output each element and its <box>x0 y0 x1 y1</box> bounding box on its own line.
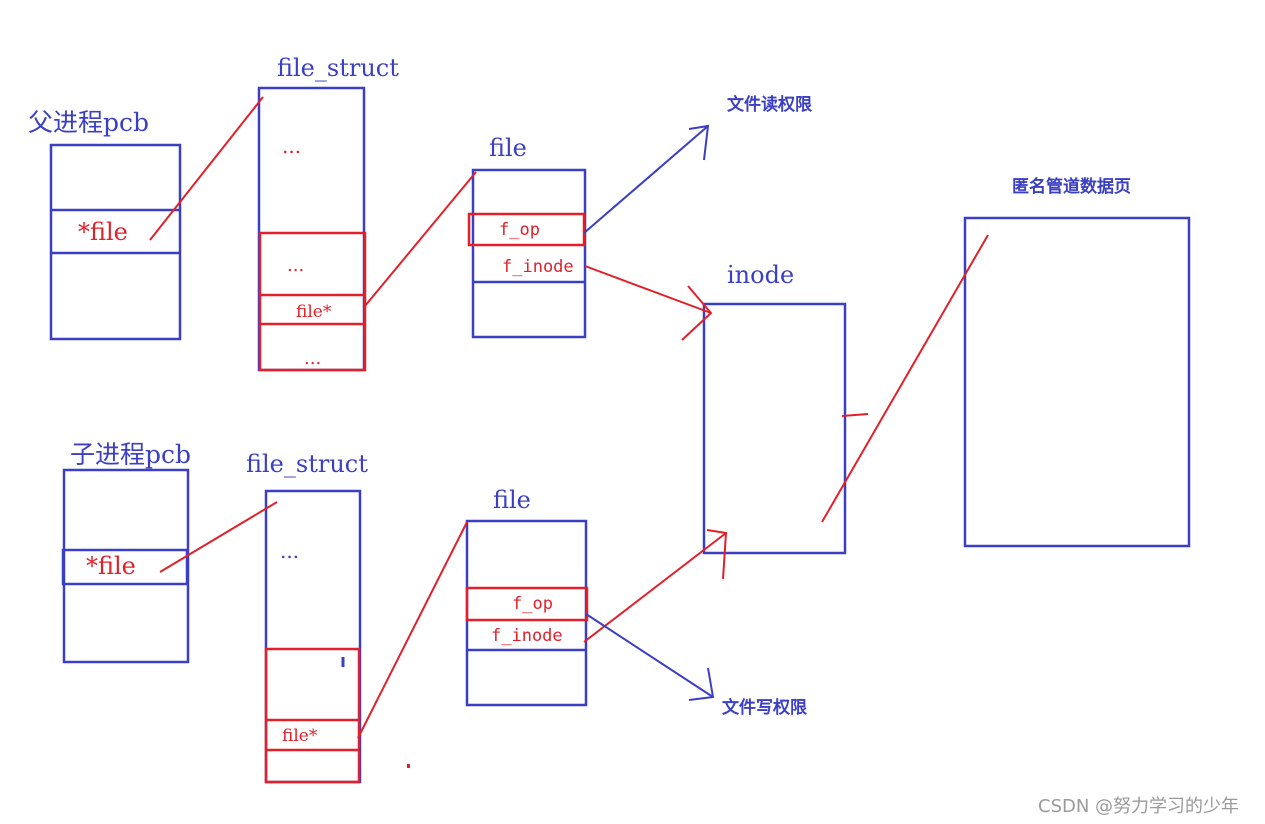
stray-red-dot <box>407 764 410 768</box>
fs-top-dots-1: ... <box>282 134 301 158</box>
file-struct-bottom-label: file_struct <box>246 450 368 478</box>
write-permission-label: 文件写权限 <box>722 697 807 718</box>
fs-top-file-star: file* <box>296 302 332 322</box>
fs-top-dots-2: ... <box>287 255 304 276</box>
parent-pcb-to-file-struct-line <box>149 96 264 241</box>
file-bottom-to-inode-arrow <box>583 532 727 643</box>
finode-to-write-permission-arrow <box>585 613 714 698</box>
file-top-to-inode-arrow <box>584 265 712 314</box>
file-top-finode: f_inode <box>502 257 574 277</box>
file-bottom-finode: f_inode <box>491 626 563 646</box>
parent-file-pointer: *file <box>78 218 128 246</box>
file-top-fop: f_op <box>499 220 540 240</box>
child-pcb-label: 子进程pcb <box>70 440 191 469</box>
file-struct-top-to-file-line <box>364 171 477 307</box>
file-bottom-box: f_op f_inode <box>465 519 589 707</box>
file-struct-top-label: file_struct <box>277 54 399 82</box>
fop-to-read-permission-arrowhead <box>688 124 710 161</box>
fop-to-read-permission-arrow <box>583 125 709 234</box>
file-struct-bottom-to-file-line <box>357 521 468 739</box>
file-bottom-fop: f_op <box>512 594 553 614</box>
child-pcb-box: *file <box>61 468 190 664</box>
parent-pcb-label: 父进程pcb <box>28 108 149 137</box>
file-bottom-to-inode-arrowhead <box>706 529 728 580</box>
parent-pcb-box: *file <box>49 143 182 341</box>
pipe-data-page-box <box>963 216 1191 548</box>
inode-box <box>702 302 847 555</box>
file-top-label: file <box>489 134 527 162</box>
inode-to-pipe-page-line <box>821 234 989 523</box>
read-permission-label: 文件读权限 <box>727 94 812 115</box>
file-struct-top-box: ... ... file* ... <box>257 86 367 372</box>
pipe-data-page-label: 匿名管道数据页 <box>1012 176 1131 197</box>
child-pcb-to-file-struct-line <box>159 501 278 573</box>
inode-side-mark <box>841 413 869 417</box>
file-top-box: f_op f_inode <box>467 168 587 339</box>
inode-label: inode <box>727 261 794 289</box>
file-bottom-label: file <box>493 486 531 514</box>
blue-arrows <box>583 124 715 701</box>
red-connectors <box>149 96 989 768</box>
finode-to-write-permission-arrowhead <box>688 667 715 701</box>
fs-bottom-file-star: file* <box>282 726 318 746</box>
file-top-to-inode-arrowhead <box>681 285 713 341</box>
child-file-pointer: *file <box>86 552 136 580</box>
fs-bottom-dots-1: ... <box>280 539 299 563</box>
watermark: CSDN @努力学习的少年 <box>1038 796 1239 817</box>
fs-top-dots-3: ... <box>304 348 321 369</box>
file-struct-bottom-box: ... file* <box>264 489 362 784</box>
